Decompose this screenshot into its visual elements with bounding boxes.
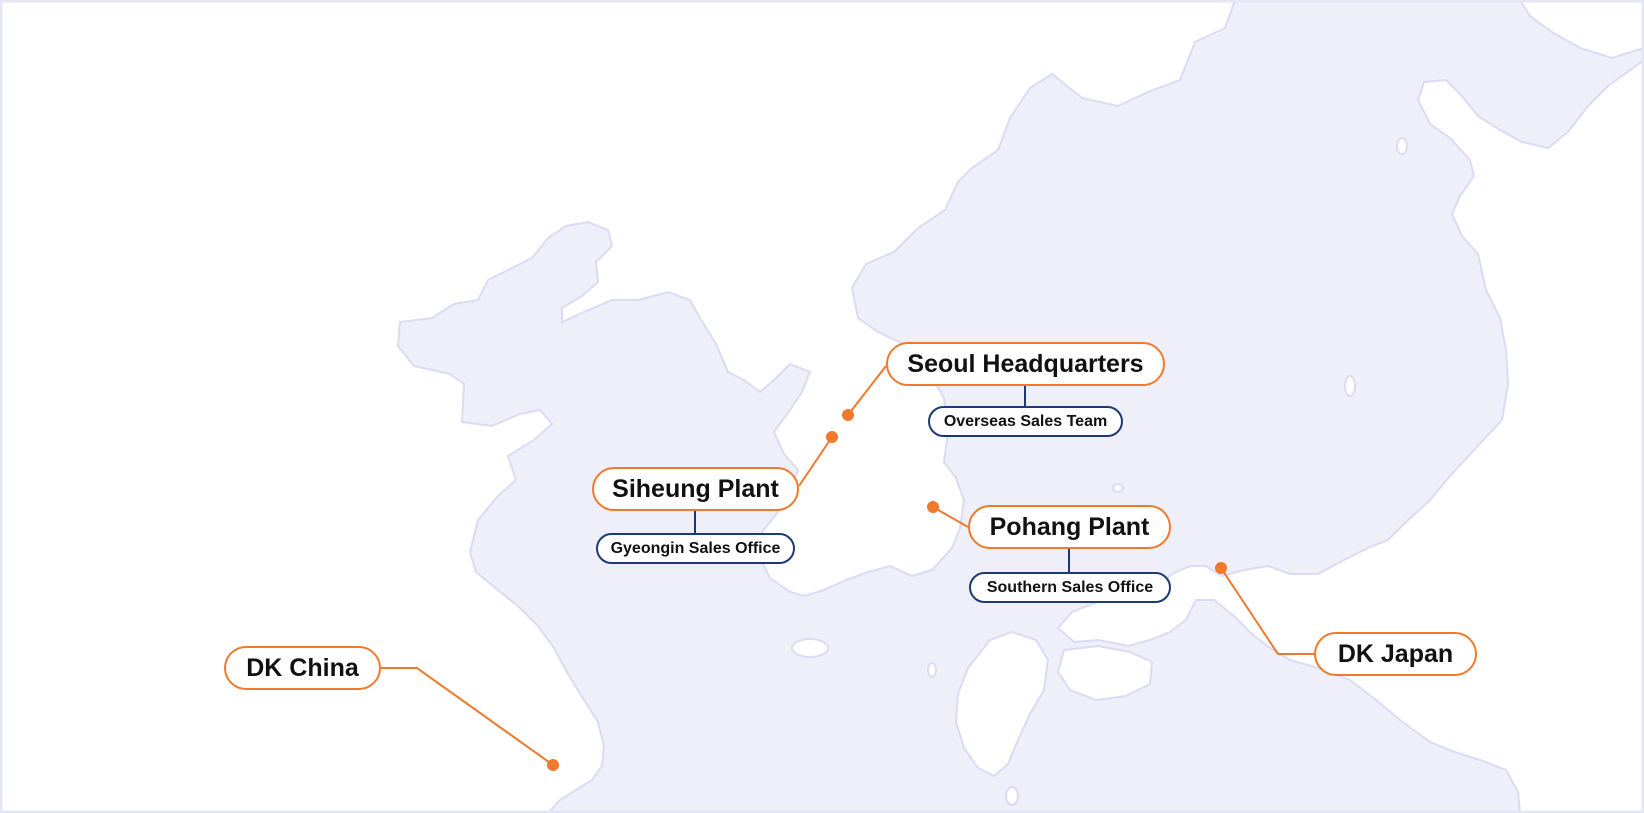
seoul-headquarters-label[interactable]: Seoul Headquarters <box>886 342 1165 386</box>
marker-seoul <box>842 409 854 421</box>
overseas-sales-team-label[interactable]: Overseas Sales Team <box>928 406 1123 437</box>
leader-japan <box>1220 567 1314 655</box>
southern-sales-office-label[interactable]: Southern Sales Office <box>969 572 1171 603</box>
pohang-plant-label[interactable]: Pohang Plant <box>968 505 1171 549</box>
leader-seoul <box>847 365 887 416</box>
leader-siheung <box>798 436 833 487</box>
leader-pohang <box>932 506 969 528</box>
land-kyushu <box>954 630 1050 778</box>
island-small-1 <box>1112 483 1124 493</box>
siheung-plant-label[interactable]: Siheung Plant <box>592 467 799 511</box>
land-north <box>1518 0 1644 60</box>
marker-japan <box>1215 562 1227 574</box>
marker-china <box>547 759 559 771</box>
land-japan <box>1056 58 1644 813</box>
land-shikoku <box>1056 644 1154 702</box>
island-small-5 <box>1005 786 1019 806</box>
island-small-3 <box>1396 137 1408 155</box>
island-small-2 <box>1344 375 1356 397</box>
dk-japan-label[interactable]: DK Japan <box>1314 632 1477 676</box>
marker-pohang <box>927 501 939 513</box>
leader-china <box>381 667 554 766</box>
dk-china-label[interactable]: DK China <box>224 646 381 690</box>
island-small-4 <box>927 662 937 678</box>
marker-siheung <box>826 431 838 443</box>
gyeongin-sales-office-label[interactable]: Gyeongin Sales Office <box>596 533 795 564</box>
land-mainland <box>0 0 1237 813</box>
island-jeju <box>791 638 829 658</box>
